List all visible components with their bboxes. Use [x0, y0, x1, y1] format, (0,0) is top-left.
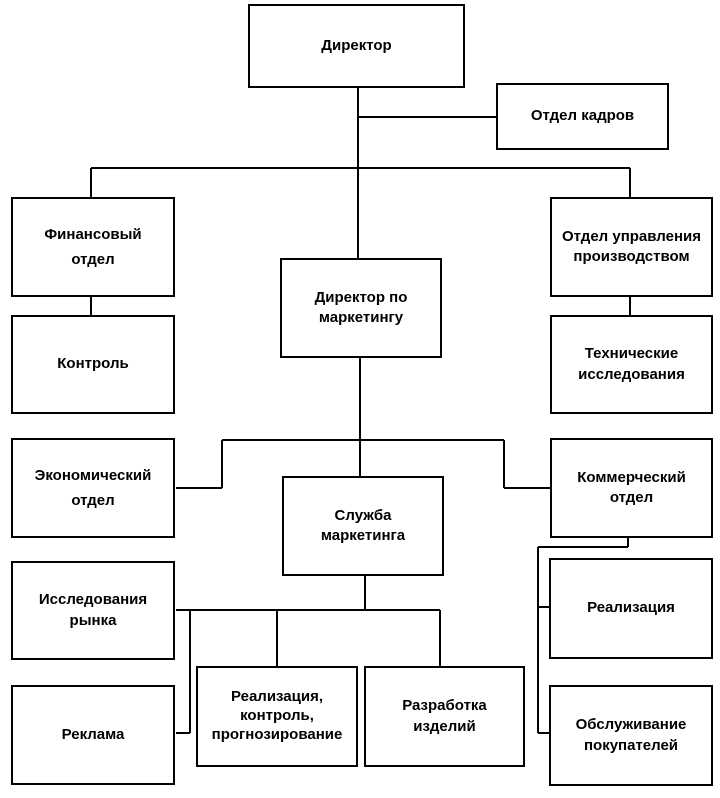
- node-economic-line-2: отдел: [71, 492, 115, 509]
- node-marketing-service-line-2: маркетинга: [320, 527, 406, 544]
- node-production-line-1: Отдел управления: [561, 227, 701, 245]
- node-sales-control-forecast: Реализация, контроль, прогнозирование: [196, 666, 358, 767]
- node-economic-line-1: Экономический: [34, 466, 152, 484]
- node-hr-line-1: Отдел кадров: [530, 107, 635, 125]
- node-control-line-1: Контроль: [57, 355, 129, 373]
- node-marketing-director: Директор по маркетингу: [280, 258, 442, 358]
- node-sales: Реализация: [549, 558, 713, 659]
- node-hr: Отдел кадров: [496, 83, 669, 150]
- node-director: Директор: [248, 4, 465, 88]
- node-commercial-line-2: отдел: [609, 489, 654, 506]
- node-sales-control-forecast-line-3: прогнозирование: [211, 725, 343, 743]
- node-sales-control-forecast-line-1: Реализация,: [230, 688, 324, 706]
- node-commercial-line-1: Коммерческий: [577, 468, 686, 486]
- node-customer-service: Обслуживание покупателей: [549, 685, 713, 786]
- node-sales-control-forecast-line-2: контроль,: [240, 707, 314, 725]
- node-finance-line-1: Финансовый: [44, 225, 142, 243]
- node-economic: Экономический отдел: [11, 438, 175, 538]
- node-tech-research: Технические исследования: [550, 315, 713, 414]
- node-marketing-service: Служба маркетинга: [282, 476, 444, 576]
- node-market-research: Исследования рынка: [11, 561, 175, 660]
- node-advertising: Реклама: [11, 685, 175, 785]
- node-customer-service-line-1: Обслуживание: [575, 716, 687, 734]
- node-market-research-line-2: рынка: [69, 611, 117, 629]
- node-tech-research-line-1: Технические: [584, 345, 679, 363]
- node-director-line-1: Директор: [321, 36, 392, 54]
- node-commercial: Коммерческий отдел: [550, 438, 713, 538]
- node-tech-research-line-2: исследования: [578, 365, 685, 383]
- node-marketing-director-line-1: Директор по: [314, 288, 408, 306]
- node-sales-line-1: Реализация: [587, 599, 675, 617]
- node-customer-service-line-2: покупателей: [583, 736, 679, 754]
- node-production-line-2: производством: [573, 248, 690, 265]
- node-marketing-director-line-2: маркетингу: [318, 309, 404, 326]
- node-control: Контроль: [11, 315, 175, 414]
- node-finance: Финансовый отдел: [11, 197, 175, 297]
- node-advertising-line-1: Реклама: [61, 725, 125, 743]
- node-finance-line-2: отдел: [71, 251, 115, 268]
- node-product-development-line-1: Разработка: [402, 697, 487, 715]
- node-product-development: Разработка изделий: [364, 666, 525, 767]
- node-market-research-line-1: Исследования: [38, 591, 148, 609]
- node-product-development-line-2: изделий: [413, 717, 476, 735]
- node-marketing-service-line-1: Служба: [334, 506, 392, 524]
- node-production: Отдел управления производством: [550, 197, 713, 297]
